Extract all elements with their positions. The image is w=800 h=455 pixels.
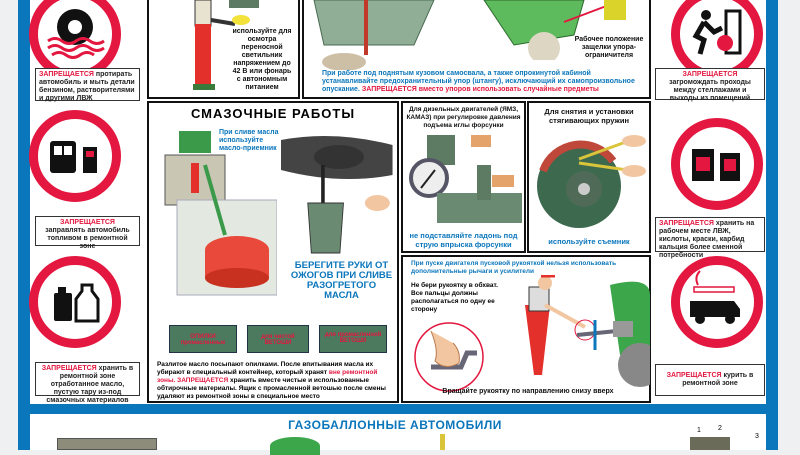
dump-truck-panel: Рабочее положение защелки упора-ограничи… (302, 0, 651, 99)
rule-box: ЗАПРЕЩАЕТСЯ курить в ремонтной зоне (655, 364, 765, 396)
gear-and-waves-icon (47, 9, 105, 59)
prohibited-label: ЗАПРЕЩАЕТСЯ (39, 71, 94, 78)
footer-red-text: вне ремонтной зоны. ЗАПРЕЩАЕТСЯ (157, 369, 378, 384)
rule-text: протирать автомобиль и мыть детали бензи… (39, 71, 135, 102)
gas-reducer-illustration (690, 437, 730, 450)
burns-warning: БЕРЕГИТЕ РУКИ ОТ ОЖОГОВ ПРИ СЛИВЕ РАЗОГР… (290, 260, 393, 301)
springs-warning: используйте съемник (548, 237, 630, 246)
sign-no-smoking (671, 256, 763, 348)
diesel-warning: не подставляйте ладонь под струю впрыска… (409, 231, 518, 249)
diesel-panel: Для дизельных двигателей (ЯМЗ, КАМАЗ) пр… (401, 101, 526, 253)
part-label-3: 3 (755, 433, 759, 440)
gas-cabinet-illustration (57, 438, 157, 450)
footer-text: хранить вместе чистые и использованные о… (157, 377, 386, 400)
rule-text: заправлять автомобиль топливом в ремонтн… (45, 227, 130, 250)
left-blue-stripe (18, 0, 30, 450)
brake-drum-illustration (537, 135, 646, 228)
prohibited-label: ЗАПРЕЩАЕТСЯ (41, 365, 97, 372)
latch-caption: Рабочее положение защелки упора-ограничи… (574, 36, 644, 59)
injector-gauge-illustration (409, 135, 522, 223)
lamp-instruction: используйте для осмотра переносной свети… (232, 28, 292, 91)
dump-truck-body-illustration (313, 0, 435, 70)
sign-no-storing-flammables (671, 118, 763, 210)
rule-box: ЗАПРЕЩАЕТСЯ протирать автомобиль и мыть … (35, 68, 140, 102)
bin-label: для промасленной ВЕТОШИ (324, 332, 382, 344)
prohibited-label: ЗАПРЕЩАЕТСЯ (60, 219, 115, 226)
lubrication-panel: СМАЗОЧНЫЕ РАБОТЫ При сливе масла использ… (147, 101, 399, 403)
bin-sawdust: ОПИЛКИ промасленные (169, 325, 237, 353)
lamp-panel: используйте для осмотра переносной свети… (147, 0, 300, 99)
gas-valve-illustration (440, 434, 445, 450)
canisters-icon (54, 283, 100, 323)
rule-text: хранить в ремонтной зоне отработанное ма… (46, 365, 134, 404)
prohibited-text: вместо упоров использовать случайные пре… (418, 86, 599, 93)
sign-no-storing-used-oil (29, 256, 121, 348)
latch-illustration (483, 0, 626, 60)
lubrication-footer: Разлитое масло посыпают опилками. После … (157, 361, 395, 401)
springs-panel: Для снятия и установки стягивающих пружи… (527, 101, 651, 253)
rule-text: курить в ремонтной зоне (682, 372, 754, 387)
springs-title: Для снятия и установки стягивающих пружи… (544, 107, 634, 125)
rule-text: хранить на рабочем месте ЛВЖ, кислоты, к… (659, 220, 755, 259)
diesel-title: Для дизельных двигателей (ЯМЗ, КАМАЗ) пр… (406, 106, 521, 129)
crank-footer: Вращайте рукоятку по направлению снизу в… (442, 388, 614, 395)
exit-blocked-icon (692, 9, 742, 55)
sign-no-washing-with-fuel (29, 0, 121, 80)
grip-instruction: Не бери рукоятку в обхват. Все пальцы до… (411, 282, 498, 313)
bins-row: ОПИЛКИ промасленные для чистой ВЕТОШИ дл… (169, 321, 389, 353)
prohibited-label: ЗАПРЕЩАЕТСЯ (682, 71, 738, 78)
dump-note: При работе под поднятым кузовом самосвал… (322, 70, 637, 94)
rule-text: загромождать проходы между стеллажами и … (669, 79, 751, 102)
no-smoking-truck-icon (690, 270, 740, 324)
dump-note-text: При работе под поднятым кузовом самосвал… (322, 70, 635, 93)
prohibited-label: ЗАПРЕЩАЕТСЯ (666, 372, 722, 379)
crank-title: При пуске двигателя пусковой рукояткой н… (411, 260, 617, 275)
prohibited-label: ЗАПРЕЩАЕТСЯ (361, 86, 417, 93)
rule-box: ЗАПРЕЩАЕТСЯ заправлять автомобиль топлив… (35, 216, 140, 250)
oil-receiver-illustration (164, 131, 277, 296)
bin-label: ОПИЛКИ промасленные (180, 334, 226, 346)
part-label-1: 1 (697, 427, 701, 434)
oil-drain-illustration (281, 136, 393, 254)
section-divider (18, 404, 778, 414)
right-blue-stripe (766, 0, 778, 450)
prohibited-label: ЗАПРЕЩАЕТСЯ (659, 220, 714, 227)
bin-oily-rags: для промасленной ВЕТОШИ (319, 325, 387, 353)
truck-fuel-pump-icon (50, 141, 97, 173)
crank-panel: При пуске двигателя пусковой рукояткой н… (401, 255, 651, 403)
sign-no-refuelling (29, 110, 121, 202)
hand-grip-illustration (414, 322, 484, 392)
part-label-2: 2 (718, 425, 722, 432)
flammable-containers-icon (692, 149, 740, 181)
footer-text: Разлитое масло посыпают опилками. После … (157, 361, 374, 376)
rule-box: ЗАПРЕЩАЕТСЯ хранить на рабочем месте ЛВЖ… (655, 217, 765, 259)
bin-clean-rags: для чистой ВЕТОШИ (247, 325, 309, 353)
gas-title: ГАЗОБАЛЛОННЫЕ АВТОМОБИЛИ (288, 418, 502, 432)
bin-label: для чистой ВЕТОШИ (261, 334, 295, 346)
mechanic-with-lamp-illustration (193, 0, 259, 90)
gas-cylinder-illustration (270, 437, 320, 455)
oil-receiver-text: При сливе масла используйте масло-приемн… (219, 129, 279, 152)
lubrication-title: СМАЗОЧНЫЕ РАБОТЫ (190, 106, 356, 121)
mechanic-cranking-illustration (525, 275, 650, 387)
rule-box: ЗАПРЕЩАЕТСЯ хранить в ремонтной зоне отр… (35, 362, 140, 404)
